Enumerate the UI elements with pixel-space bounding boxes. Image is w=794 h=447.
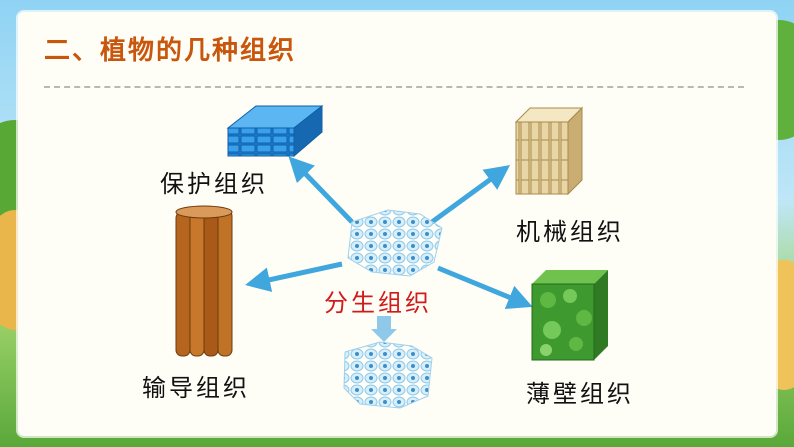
slide-title: 二、植物的几种组织 xyxy=(44,36,297,66)
parenchyma-tissue-image xyxy=(531,270,608,361)
label-parenchyma-tissue: 薄壁组织 xyxy=(526,380,634,408)
label-conductive-tissue: 输导组织 xyxy=(142,374,250,402)
label-protective-tissue: 保护组织 xyxy=(160,170,268,198)
down-arrow-icon xyxy=(371,316,397,342)
arrow-to-mechanical xyxy=(430,165,511,225)
meristematic-tissue-image xyxy=(347,209,443,277)
arrow-to-conductive xyxy=(245,261,343,292)
mechanical-tissue-image xyxy=(514,106,584,196)
arrow-to-parenchyma xyxy=(437,265,533,309)
label-mechanical-tissue: 机械组织 xyxy=(516,218,624,246)
arrow-to-protective xyxy=(288,156,354,224)
conductive-tissue-image xyxy=(175,205,233,357)
protective-tissue-image xyxy=(226,104,324,158)
meristematic-cells-image xyxy=(343,341,433,409)
label-meristematic-tissue: 分生组织 xyxy=(324,289,432,317)
title-divider xyxy=(44,86,744,88)
